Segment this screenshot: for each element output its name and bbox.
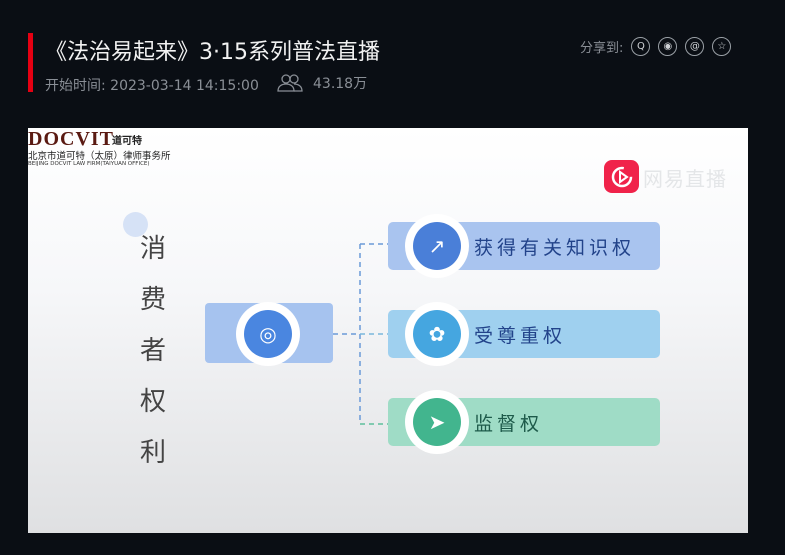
firm-name-en: BEIJING DOCVIT LAW FIRM(TAIYUAN OFFICE) — [28, 161, 150, 167]
wechat-icon[interactable]: ◉ — [658, 37, 678, 56]
netease-live-watermark: 网易直播 — [643, 167, 727, 191]
share-label: 分享到: — [580, 41, 624, 56]
branch-ring: ✿ — [405, 302, 469, 366]
target-icon: ◎ — [244, 310, 292, 358]
page-title: 《法治易起来》3·15系列普法直播 — [45, 40, 380, 65]
vertical-char: 消 — [140, 234, 167, 264]
viewer-count-value: 43.18万 — [313, 76, 368, 92]
film-reel-icon: ✿ — [413, 310, 461, 358]
docvit-logo-cn: 道可特 — [112, 136, 142, 147]
branch-ring: ↗ — [405, 214, 469, 278]
center-node-ring: ◎ — [236, 302, 300, 366]
chart-icon: ↗ — [413, 222, 461, 270]
branch-label: 获得有关知识权 — [474, 236, 636, 259]
branch-ring: ➤ — [405, 390, 469, 454]
paper-plane-icon: ➤ — [413, 398, 461, 446]
vertical-title: 消 费 者 权 利 — [140, 228, 170, 469]
firm-name: 北京市道可特（太原）律师事务所 — [28, 151, 171, 162]
viewer-count: 43.18万 — [277, 73, 367, 93]
docvit-logo: DOCVIT — [28, 128, 115, 150]
video-player[interactable]: DOCVIT 道可特 北京市道可特（太原）律师事务所 BEIJING DOCVI… — [28, 128, 748, 533]
decorative-dot — [123, 212, 148, 237]
vertical-char: 利 — [140, 438, 167, 468]
users-icon — [277, 74, 303, 92]
favorite-icon[interactable]: ☆ — [712, 37, 732, 56]
vertical-char: 费 — [140, 285, 167, 315]
vertical-char: 权 — [140, 387, 167, 417]
vertical-char: 者 — [140, 336, 167, 366]
connector-lines — [333, 243, 388, 425]
netease-live-logo-icon — [604, 160, 639, 193]
branch-label: 监督权 — [474, 412, 544, 435]
weibo-icon[interactable]: @ — [685, 37, 705, 56]
qq-icon[interactable]: Q — [631, 37, 651, 56]
start-time: 开始时间: 2023-03-14 14:15:00 — [45, 78, 259, 94]
title-accent-bar — [28, 33, 33, 92]
share-bar: 分享到: Q ◉ @ ☆ — [580, 37, 732, 56]
branch-label: 受尊重权 — [474, 324, 567, 347]
